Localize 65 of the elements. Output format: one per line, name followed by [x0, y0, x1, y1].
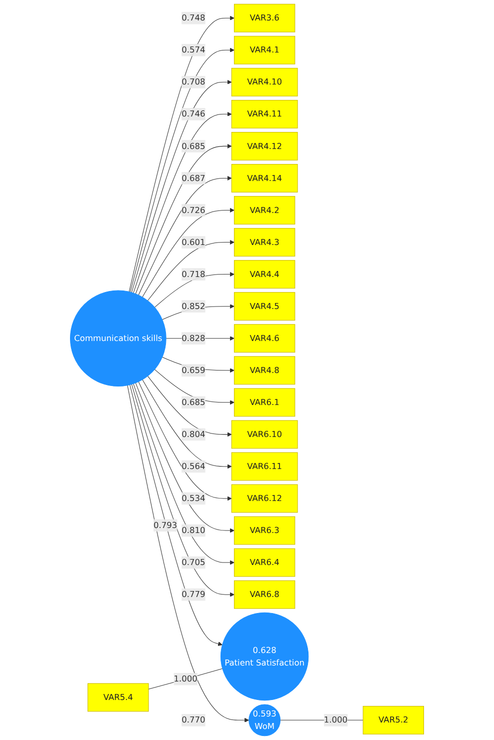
edge-label: 0.685: [182, 397, 206, 408]
node-box: VAR6.1: [234, 388, 296, 417]
node-circle: 0.593 WoM: [248, 704, 281, 736]
connector: [148, 668, 223, 690]
arrow: [135, 144, 232, 294]
edge-label: 0.810: [182, 525, 206, 536]
edge-label: 0.564: [182, 461, 206, 472]
arrow: [138, 176, 232, 296]
node-box: VAR5.4: [88, 683, 149, 712]
arrow: [131, 80, 232, 293]
node-box: VAR4.12: [231, 132, 298, 160]
arrow: [133, 112, 232, 294]
edge-label: 1.000: [324, 714, 348, 725]
arrow: [162, 356, 234, 373]
node-circle: 0.628 Patient Satisfaction: [220, 612, 309, 701]
node-box: VAR5.2: [362, 706, 424, 734]
node-box: VAR4.14: [231, 164, 298, 192]
node-box: VAR6.10: [231, 420, 298, 449]
edge-label: 0.574: [182, 44, 206, 55]
edge-label: 0.852: [182, 301, 206, 311]
node-box: VAR4.11: [231, 100, 298, 128]
arrow: [142, 208, 234, 298]
node-box: VAR4.5: [234, 292, 296, 321]
edge-label: 0.793: [153, 520, 178, 530]
edge-label: 0.746: [182, 108, 206, 119]
node-box: VAR3.6: [234, 4, 296, 32]
node-box: VAR6.8: [234, 580, 296, 609]
arrow: [154, 369, 234, 405]
node-box: VAR4.4: [234, 260, 296, 288]
edge-label: 0.705: [182, 557, 206, 568]
edge-label: 0.779: [182, 589, 206, 600]
edge-label: 0.601: [182, 237, 206, 247]
node-box: VAR6.11: [231, 452, 298, 481]
edge-label: 0.659: [182, 365, 206, 376]
arrow: [138, 381, 232, 501]
edge-label: 0.534: [182, 493, 206, 504]
edge-label: 0.687: [182, 173, 206, 183]
edge-label: 0.726: [182, 205, 206, 215]
node-box: VAR4.8: [234, 356, 296, 385]
arrow: [147, 240, 234, 301]
arrow: [131, 384, 234, 597]
arrow: [135, 382, 234, 533]
arrow: [147, 376, 232, 437]
node-box: VAR6.3: [234, 516, 296, 545]
node-box: VAR4.2: [234, 196, 296, 224]
arrow: [130, 384, 223, 646]
edge-label: 0.828: [182, 333, 206, 344]
node-box: VAR6.12: [231, 484, 298, 513]
arrow: [133, 384, 234, 565]
edge-label: 1.000: [174, 674, 198, 684]
edge-label: 0.685: [182, 141, 206, 151]
edge-label: 0.804: [182, 429, 206, 440]
node-box: VAR4.10: [231, 68, 298, 96]
edge-label: 0.770: [182, 714, 206, 725]
arrow: [127, 385, 250, 722]
node-box: VAR6.4: [234, 548, 296, 577]
node-box: VAR4.1: [234, 36, 296, 64]
arrow: [154, 272, 234, 308]
node-circle: Communication skills: [70, 290, 166, 387]
arrow: [142, 379, 232, 469]
edge-label: 0.718: [182, 269, 206, 279]
node-box: VAR4.3: [234, 228, 296, 256]
edge-label: 0.748: [182, 12, 206, 23]
edge-label: 0.708: [182, 76, 206, 87]
node-box: VAR4.6: [234, 324, 296, 353]
